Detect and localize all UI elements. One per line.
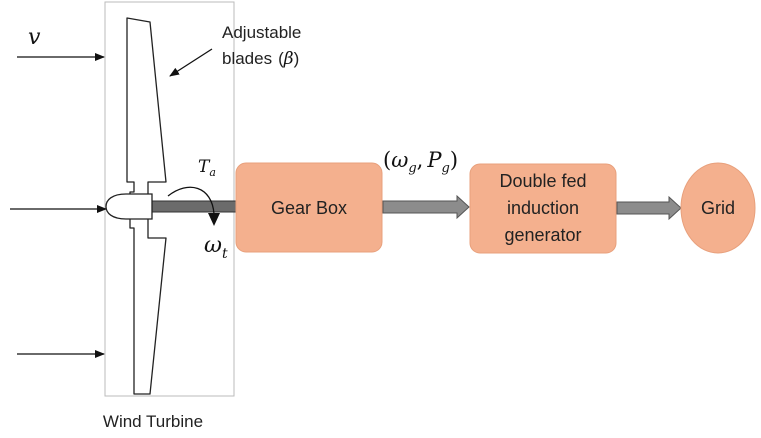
gearbox-block: [235, 162, 383, 253]
signal-label: (ωg,Pg): [383, 148, 458, 176]
turbine-shaft: [139, 200, 237, 213]
blades-label-line2: blades(β): [222, 49, 299, 69]
wind-speed-symbol: v: [28, 25, 41, 50]
turbine-caption: Wind Turbine: [103, 412, 203, 431]
blades-label-line1: Adjustable: [222, 23, 301, 42]
turbine-hub: [105, 193, 153, 220]
pitch-symbol: β: [283, 49, 294, 69]
generator-label-line3: generator: [504, 225, 581, 245]
generator-label-line2: induction: [507, 198, 579, 218]
rotor-speed-symbol: ωt: [204, 233, 228, 262]
grid-label: Grid: [701, 198, 735, 218]
turbine-frame: [104, 1, 235, 397]
blades-pointer-arrow: [169, 48, 213, 77]
arrow-generator-to-grid: [616, 195, 682, 221]
gearbox-label: Gear Box: [271, 198, 347, 218]
rotation-arrowhead: [208, 213, 220, 226]
arrow-gearbox-to-generator: [382, 194, 470, 220]
rotation-arrow: [167, 186, 215, 215]
generator-label-line1: Double fed: [499, 171, 586, 191]
torque-symbol: Ta: [198, 157, 216, 179]
grid-node: [680, 162, 756, 254]
generator-block: [469, 163, 617, 254]
